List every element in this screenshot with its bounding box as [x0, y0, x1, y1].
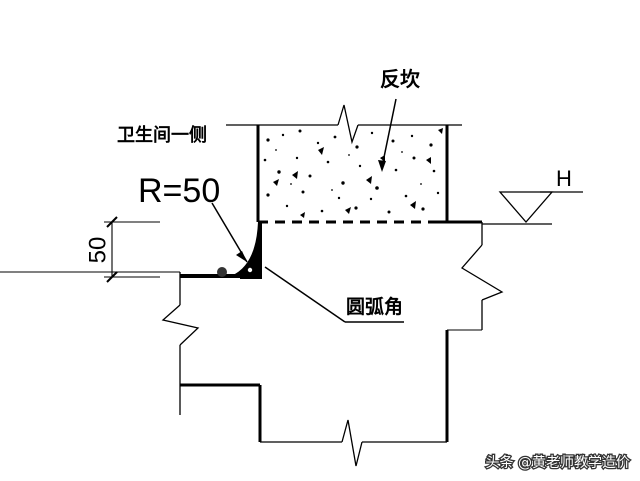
concrete-hatch: [263, 128, 443, 218]
upturn-label: 反坎: [380, 67, 421, 91]
level-mark: [482, 191, 583, 225]
level-mark-label: H: [556, 166, 572, 191]
bathroom-side-label: 卫生间一侧: [117, 124, 207, 146]
radius-label: R=50: [138, 172, 220, 210]
upturn-outline: [226, 104, 482, 224]
arc-corner-label: 圆弧角: [346, 295, 403, 318]
watermark-text: 头条 @黄老师教学造价: [486, 454, 630, 471]
arc-corner-fill: [217, 222, 262, 277]
leader-lines: [211, 98, 404, 323]
dimension-label: 50: [84, 237, 111, 264]
dimension-50: [104, 216, 160, 283]
